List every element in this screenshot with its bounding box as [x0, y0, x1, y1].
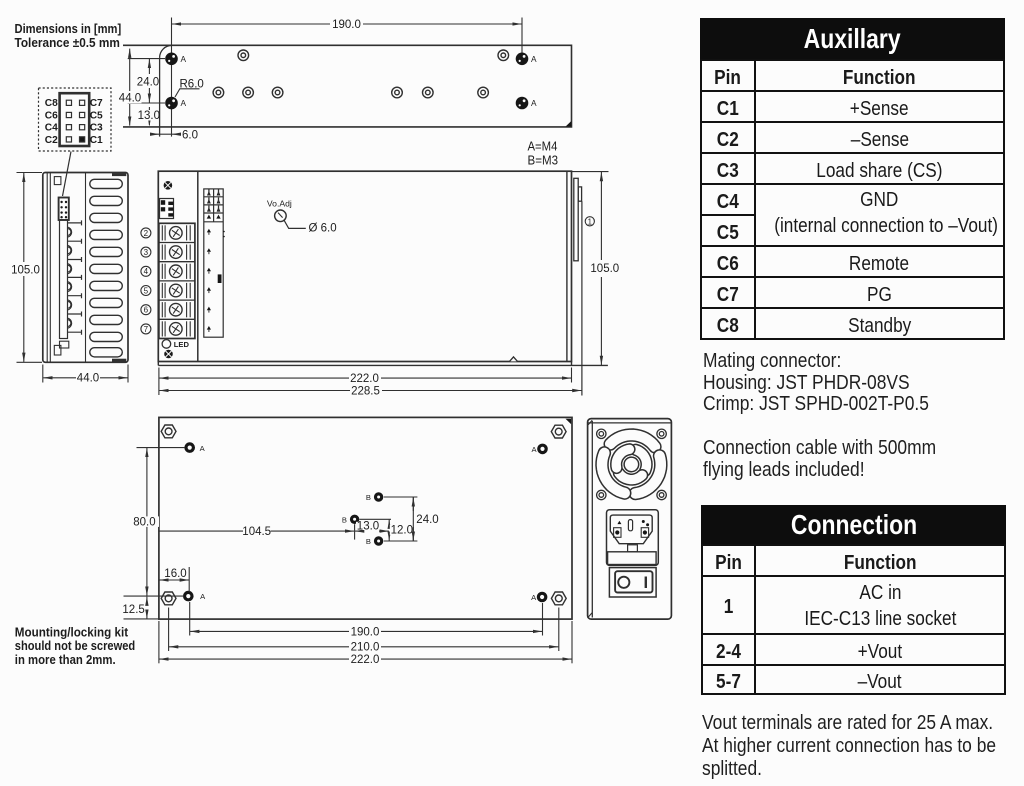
- svg-text:in more than 2mm.: in more than 2mm.: [15, 653, 116, 667]
- svg-text:Dimensions in [mm]: Dimensions in [mm]: [15, 22, 122, 36]
- svg-text:A: A: [532, 445, 538, 454]
- svg-text:A: A: [531, 54, 537, 64]
- svg-text:7: 7: [144, 325, 149, 334]
- svg-text:228.5: 228.5: [351, 386, 380, 398]
- svg-text:B: B: [342, 515, 347, 524]
- svg-text:3: 3: [144, 248, 149, 257]
- svg-text:C6: C6: [45, 110, 58, 121]
- svg-text:B: B: [366, 493, 371, 502]
- svg-text:should not be screwed: should not be screwed: [15, 639, 135, 653]
- svg-text:A=M4: A=M4: [528, 139, 558, 154]
- svg-text:C7: C7: [90, 98, 103, 109]
- svg-text:24.0: 24.0: [137, 77, 159, 89]
- svg-text:13.0: 13.0: [138, 110, 160, 122]
- svg-text:R6.0: R6.0: [180, 79, 204, 91]
- svg-text:222.0: 222.0: [351, 654, 380, 666]
- svg-text:222.0: 222.0: [350, 373, 379, 385]
- svg-text:A: A: [181, 98, 187, 108]
- svg-text:12.0: 12.0: [391, 525, 413, 537]
- svg-text:C8: C8: [45, 98, 58, 109]
- svg-text:C3: C3: [90, 123, 103, 134]
- svg-text:5: 5: [144, 286, 149, 295]
- svg-text:C4: C4: [45, 123, 58, 134]
- svg-text:B=M3: B=M3: [528, 153, 559, 168]
- svg-text:190.0: 190.0: [351, 626, 380, 638]
- svg-text:1: 1: [588, 217, 592, 226]
- svg-text:6: 6: [144, 306, 149, 315]
- svg-text:A: A: [181, 54, 187, 64]
- svg-text:104.5: 104.5: [242, 526, 271, 538]
- svg-text:80.0: 80.0: [133, 516, 155, 528]
- svg-text:A: A: [200, 592, 206, 601]
- svg-text:Mounting/locking kit: Mounting/locking kit: [15, 626, 129, 640]
- svg-text:24.0: 24.0: [416, 514, 438, 526]
- svg-text:A: A: [531, 593, 537, 602]
- svg-text:105.0: 105.0: [590, 263, 619, 275]
- svg-text:A: A: [531, 98, 537, 108]
- svg-text:13.0: 13.0: [357, 520, 379, 532]
- svg-text:44.0: 44.0: [77, 373, 99, 385]
- svg-text:C2: C2: [45, 135, 58, 146]
- svg-text:105.0: 105.0: [11, 264, 40, 276]
- svg-text:C5: C5: [90, 110, 103, 121]
- svg-text:44.0: 44.0: [119, 93, 141, 105]
- svg-text:Vo.Adj: Vo.Adj: [267, 199, 292, 209]
- svg-text:B: B: [366, 537, 371, 546]
- svg-text:12.5: 12.5: [122, 604, 144, 616]
- svg-text:Ø 6.0: Ø 6.0: [309, 223, 337, 235]
- svg-text:LED: LED: [174, 340, 190, 349]
- svg-text:16.0: 16.0: [164, 568, 186, 580]
- svg-text:6.0: 6.0: [182, 129, 198, 141]
- svg-text:C1: C1: [90, 135, 103, 146]
- svg-text:4: 4: [144, 267, 149, 276]
- svg-text:A: A: [200, 444, 206, 453]
- svg-text:Tolerance ±0.5 mm: Tolerance ±0.5 mm: [15, 36, 120, 50]
- svg-text:2: 2: [144, 229, 149, 238]
- svg-text:190.0: 190.0: [332, 19, 361, 31]
- svg-text:210.0: 210.0: [351, 642, 380, 654]
